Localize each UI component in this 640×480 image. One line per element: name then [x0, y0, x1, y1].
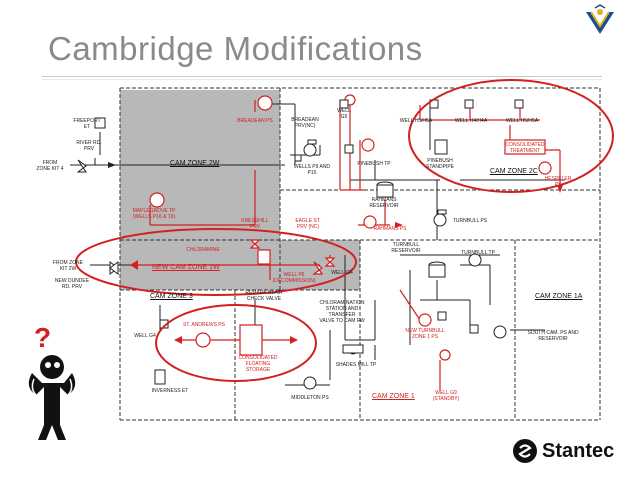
label-pinebush-standpipe: PINEBUSH STANDPIPE [426, 158, 454, 170]
label-rahmans-reservoir: RAHMANS RESERVOIR [369, 197, 399, 209]
stantec-logo: Stantec [512, 438, 614, 464]
label-breadean-prv: BREADEAN PRV(NC) [291, 117, 319, 129]
label-pinebush-tp: PINEBUSH TP [357, 161, 391, 167]
zone-label-2w: CAM ZONE 2W [170, 160, 220, 167]
label-from-kit4: FROM ZONE KIT 4 [36, 160, 64, 172]
highlight-ellipse-storage [155, 304, 317, 382]
label-well-h5: WELL H5/H5A [399, 118, 433, 124]
label-well-p6: WELL P6 (DECOMMISSION) [272, 272, 316, 284]
label-rahmans-ps: RAHMANS PS [373, 226, 407, 232]
label-remark-blair: REMARK BLAIR CHECK VALVE [245, 290, 283, 302]
label-chloramination: CHLORAMINATION STATION AND TRANSFER VALV… [319, 300, 365, 324]
label-chloramine: CHLORAMINE [186, 247, 220, 253]
zone-label-1a: CAM ZONE 1A [535, 293, 583, 300]
highlight-ellipse-zone1w [75, 228, 357, 296]
label-eagle-st: EAGLE ST. PRV (NC) [295, 218, 321, 230]
label-turnbull-reservoir: TURNBULL RESERVOIR [391, 242, 421, 254]
university-logo [586, 4, 614, 34]
question-mark-icon: ? [34, 325, 51, 353]
label-maplegrove-tp: MAPLEGROVE TP (WELLS P16 & 19) [132, 208, 176, 220]
slide-title: Cambridge Modifications [48, 30, 423, 67]
label-well-g9: WELL G9 (STANDBY) [432, 390, 460, 402]
label-consolidated-treatment: CONSOLIDATED TREATMENT [505, 142, 545, 154]
label-turnbull-tp: TURNBULL TP [461, 250, 495, 256]
label-freeport: FREEPORT ET [73, 118, 101, 130]
stantec-mark-icon [513, 439, 537, 463]
label-river-rd: RIVER RD. PRV [76, 140, 102, 152]
label-new-turnbull: NEW TURNBULL ZONE 1 PS [405, 328, 445, 340]
label-well-h4: WELL H4/H4A [454, 118, 488, 124]
label-middleton: MIDDLETON PS [291, 395, 329, 401]
label-st-andrews: ST. ANDREWS PS [183, 322, 225, 328]
label-turnbull-ps: TURNBULL PS [452, 218, 488, 224]
label-new-dundee: NEW DUNDEE RD. PRV [54, 278, 90, 290]
label-inverness: INVERNESS ET [151, 388, 189, 394]
label-kresshill: KRESSHILL PRV [241, 218, 269, 230]
zone-label-1w: NEW CAM ZONE 1W [152, 264, 220, 271]
label-well-h5a: WELL H5/H5A [505, 118, 539, 124]
zone-label-3: CAM ZONE 3 [150, 293, 193, 300]
label-breadean-ps: BREADEAN PS [237, 118, 273, 124]
label-well-g4: WELL G4 [134, 333, 156, 339]
label-consolidated-storage: CONSOLIDATED FLOATING STORAGE [238, 355, 278, 373]
title-divider [42, 76, 602, 77]
zone-label-2c: CAM ZONE 2C [490, 168, 538, 175]
label-shades-mill: SHADES MILL TP [335, 362, 377, 368]
label-from-zone-2w: FROM ZONE KIT 2W [53, 260, 83, 272]
label-hespeler-ps: HESPELER PS [544, 176, 572, 188]
label-south-cam: SOUTH CAM. PS AND RESERVOIR [527, 330, 579, 342]
zone-label-1: CAM ZONE 1 [372, 393, 415, 400]
label-well-g4-upper: WELL G4 [331, 270, 353, 276]
highlight-ellipse-zone2c [408, 79, 614, 193]
confused-figure-icon: ? [28, 325, 76, 440]
label-well-g5: WELL G5 [337, 108, 351, 120]
label-wells-p9: WELLS P9 AND P15 [293, 164, 331, 176]
stantec-wordmark: Stantec [542, 439, 615, 462]
title-divider-light [42, 79, 602, 80]
